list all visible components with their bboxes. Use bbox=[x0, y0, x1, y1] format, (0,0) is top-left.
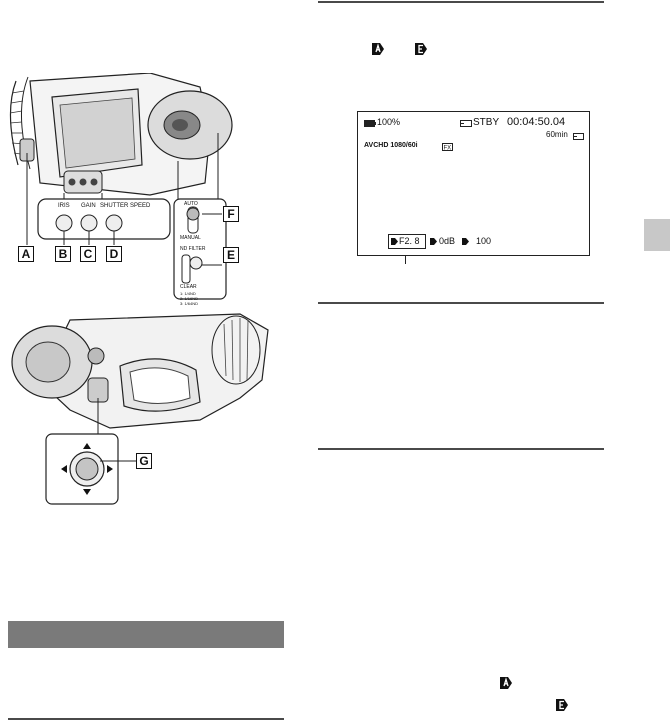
shutter-marker-icon bbox=[462, 238, 469, 245]
chapter-side-tab bbox=[644, 219, 670, 251]
media-icon bbox=[460, 120, 472, 127]
camera-rear-figure bbox=[11, 313, 269, 505]
remaining-time: 60min bbox=[546, 130, 568, 139]
camera-side-figure bbox=[9, 73, 233, 300]
gain-value: 0dB bbox=[439, 236, 456, 246]
lcd-screen: 100% STBY 00:04:50.04 60min AVCHD 1080/6… bbox=[357, 111, 590, 256]
mode-e-icon bbox=[556, 699, 568, 711]
clear-label: CLEAR bbox=[180, 284, 197, 290]
gain-button-label: GAIN bbox=[81, 203, 96, 209]
nd-step-2: 2: 1/16ND bbox=[180, 296, 199, 301]
callout-c: C bbox=[80, 246, 96, 262]
nd-step-1: 1: 1/4ND bbox=[180, 291, 196, 296]
fx-icon: FX bbox=[442, 143, 453, 151]
mode-e-icon bbox=[415, 43, 427, 55]
battery-icon bbox=[364, 120, 376, 127]
step-rule-2 bbox=[318, 302, 604, 304]
step-rule-1 bbox=[318, 1, 604, 3]
manual-label: MANUAL bbox=[180, 235, 201, 241]
callout-f: F bbox=[223, 206, 239, 222]
media-icon-small bbox=[573, 133, 584, 140]
nd-step-3: 3: 1/64ND bbox=[180, 301, 199, 306]
battery-level: 100% bbox=[377, 117, 401, 127]
timecode: 00:04:50.04 bbox=[507, 116, 566, 128]
mode-a-icon bbox=[372, 43, 384, 55]
left-bottom-rule bbox=[8, 718, 284, 720]
iris-highlight-box bbox=[388, 234, 426, 249]
mode-a-icon bbox=[500, 677, 512, 689]
gain-marker-icon bbox=[430, 238, 437, 245]
callout-g: G bbox=[136, 453, 152, 469]
callout-d: D bbox=[106, 246, 122, 262]
iris-marker-icon bbox=[391, 238, 398, 245]
section-header-bar bbox=[8, 621, 284, 648]
shutter-value: 100 bbox=[476, 236, 492, 246]
iris-button-label: IRIS bbox=[58, 203, 70, 209]
nd-filter-label: ND FILTER bbox=[180, 246, 206, 252]
iris-value: F2. 8 bbox=[399, 236, 420, 246]
recording-status: STBY bbox=[473, 117, 500, 128]
auto-label: AUTO bbox=[184, 201, 198, 207]
shutter-speed-button-label: SHUTTER SPEED bbox=[100, 203, 151, 209]
recording-format: AVCHD 1080/60i bbox=[364, 142, 418, 149]
step-rule-3 bbox=[318, 448, 604, 450]
callout-b: B bbox=[55, 246, 71, 262]
iris-leader-line bbox=[405, 256, 406, 264]
svg-text:FX: FX bbox=[444, 146, 452, 152]
callout-e: E bbox=[223, 247, 239, 263]
callout-a: A bbox=[18, 246, 34, 262]
